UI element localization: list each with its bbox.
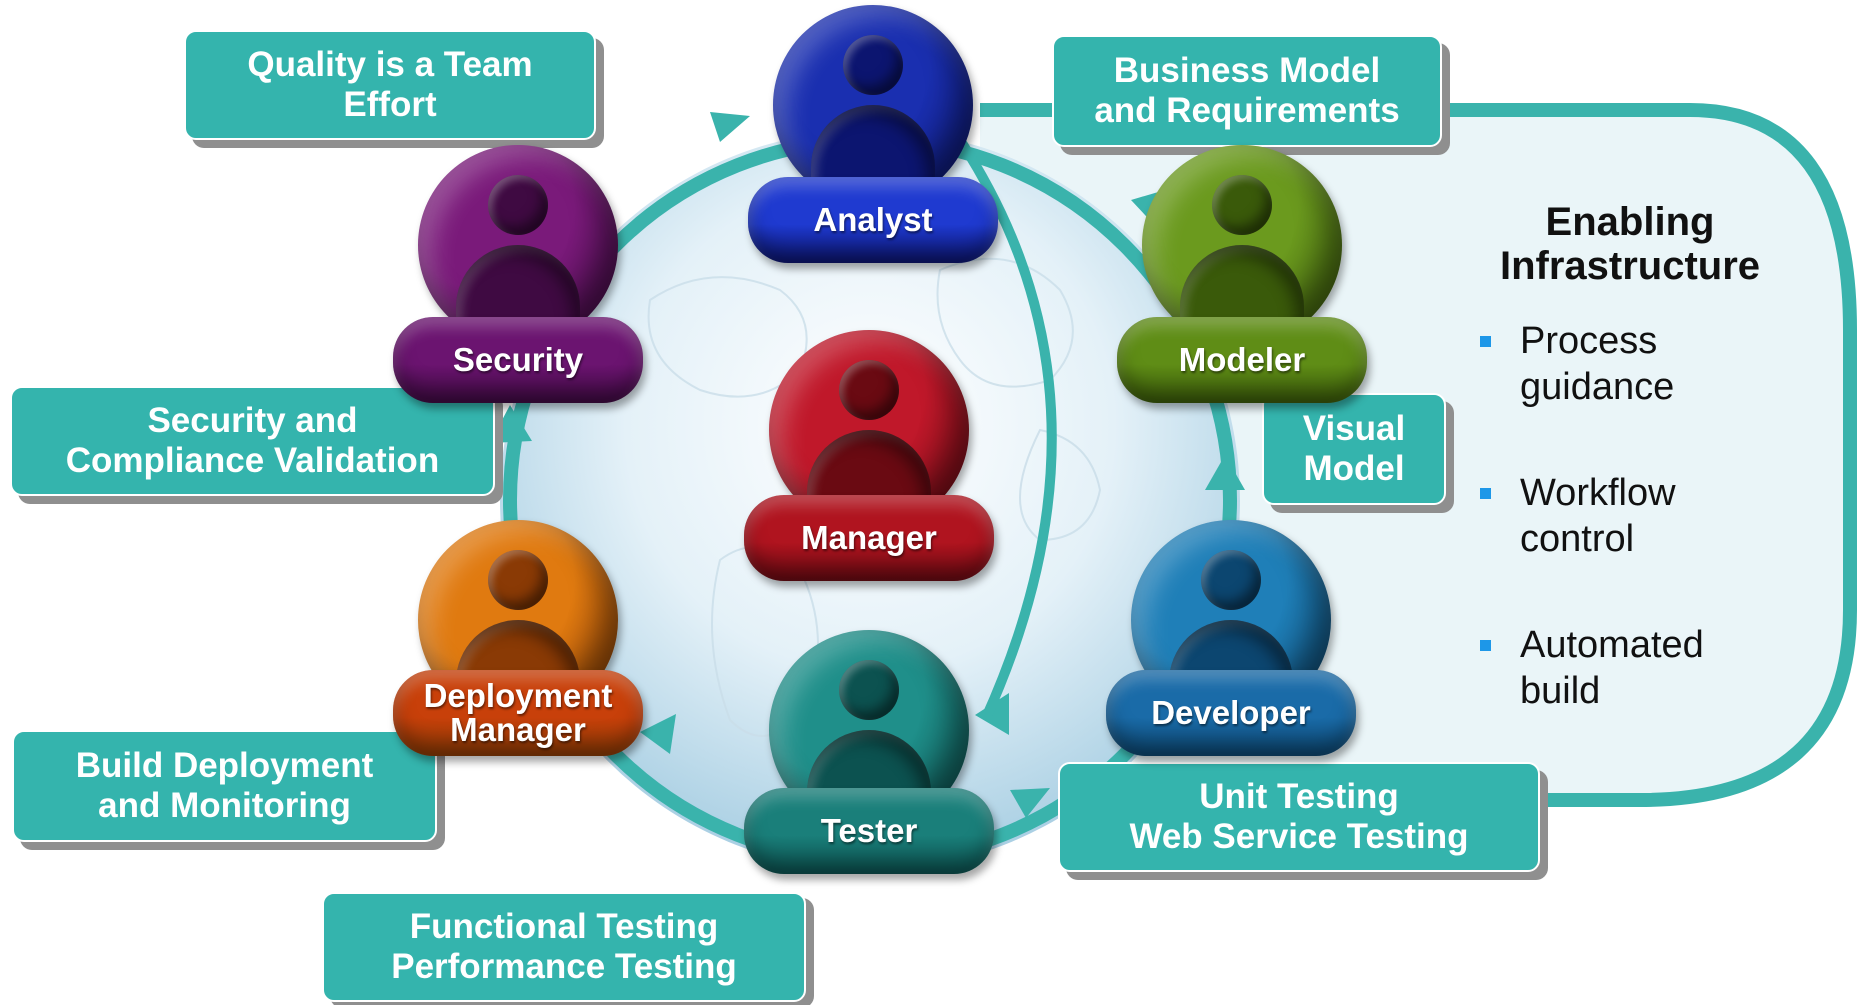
infrastructure-item-automated-build: Automated build [1480, 622, 1800, 714]
callout-security-line2: Compliance Validation [65, 441, 440, 480]
callout-build-deployment: Build Deployment and Monitoring [12, 730, 437, 842]
automated-line2: build [1520, 670, 1601, 712]
callout-security-line1: Security and [147, 401, 358, 440]
security-head [488, 175, 548, 235]
analyst-avatar [773, 5, 973, 205]
analyst-label-text: Analyst [813, 201, 933, 238]
callout-build-line1: Build Deployment [75, 746, 374, 785]
person-modeler: Modeler [1117, 145, 1367, 403]
modeler-head [1212, 175, 1272, 235]
callout-quality-line1: Quality is a Team [247, 45, 533, 84]
modeler-label: Modeler [1117, 317, 1367, 403]
person-security: Security [393, 145, 643, 403]
callout-business-model: Business Model and Requirements [1052, 35, 1442, 147]
callout-functional-line2: Performance Testing [391, 947, 737, 986]
developer-label-text: Developer [1151, 694, 1311, 731]
automated-line1: Automated [1520, 624, 1704, 666]
developer-label: Developer [1106, 670, 1356, 756]
infrastructure-title-line2: Infrastructure [1499, 244, 1761, 288]
arrow-tester-to-deployment [640, 714, 676, 754]
callout-build-line2: and Monitoring [98, 786, 351, 825]
manager-head [839, 360, 899, 420]
deployment-label-line2: Manager [450, 711, 586, 748]
process-line1: Process [1520, 320, 1658, 362]
callout-functional-testing: Functional Testing Performance Testing [322, 892, 806, 1002]
callout-visual-line2: Model [1303, 449, 1405, 488]
deployment-label: Deployment Manager [393, 670, 643, 756]
callout-visual-model: Visual Model [1262, 393, 1446, 505]
callout-unit-testing: Unit Testing Web Service Testing [1058, 762, 1540, 872]
infrastructure-item-workflow: Workflow control [1480, 470, 1800, 562]
tester-label: Tester [744, 788, 994, 874]
modeler-label-text: Modeler [1178, 341, 1306, 378]
security-label-text: Security [452, 341, 584, 378]
person-tester: Tester [744, 630, 994, 874]
inner-arc [955, 137, 1057, 723]
callout-security-compliance: Security and Compliance Validation [10, 386, 495, 496]
person-analyst: Analyst [748, 5, 998, 263]
analyst-head [843, 35, 903, 95]
callout-quality-line2: Effort [343, 85, 437, 124]
workflow-line1: Workflow [1520, 472, 1676, 514]
deployment-label-line1: Deployment [423, 677, 613, 714]
bullet-icon [1480, 488, 1491, 499]
arrow-modeler-to-developer [1205, 455, 1245, 490]
analyst-label: Analyst [748, 177, 998, 263]
developer-head [1201, 550, 1261, 610]
infrastructure-title-line1: Enabling [1545, 200, 1715, 244]
security-avatar [418, 145, 618, 345]
security-label: Security [393, 317, 643, 403]
modeler-avatar [1142, 145, 1342, 345]
process-line2: guidance [1520, 366, 1675, 408]
person-deployment-manager: Deployment Manager [393, 520, 643, 760]
person-manager: Manager [744, 330, 994, 581]
callout-unit-line1: Unit Testing [1199, 777, 1399, 816]
arrow-developer-to-tester [1010, 788, 1050, 818]
bullet-icon [1480, 640, 1491, 651]
tester-label-text: Tester [820, 812, 918, 849]
manager-label: Manager [744, 495, 994, 581]
callout-quality: Quality is a Team Effort [184, 30, 596, 140]
callout-business-line1: Business Model [1113, 51, 1381, 90]
callout-functional-line1: Functional Testing [409, 907, 719, 946]
workflow-line2: control [1520, 518, 1635, 560]
deployment-head [488, 550, 548, 610]
infrastructure-title: Enabling Infrastructure [1470, 200, 1790, 288]
callout-unit-line2: Web Service Testing [1129, 817, 1469, 856]
manager-label-text: Manager [801, 519, 937, 556]
infrastructure-item-process: Process guidance [1480, 318, 1800, 410]
tester-head [839, 660, 899, 720]
bullet-icon [1480, 336, 1491, 347]
arrow-security-to-analyst [710, 112, 750, 142]
arrow-deployment-to-security [490, 405, 532, 443]
callout-business-line2: and Requirements [1094, 91, 1400, 130]
callout-visual-line1: Visual [1302, 409, 1406, 448]
person-developer: Developer [1106, 520, 1356, 760]
